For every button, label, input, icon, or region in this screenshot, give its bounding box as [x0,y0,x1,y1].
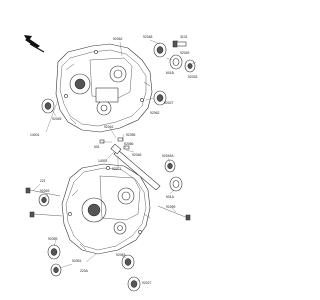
callout-label: 92049 [40,189,50,193]
callout-label: 92059 [48,237,58,241]
leader-lines [33,39,197,283]
callout-label: 92063 [116,253,126,257]
callout-label: 601A [166,195,175,199]
right-crankcase-half [55,43,153,133]
callout-label: 92046 [132,153,142,157]
callout-label: 92066 [124,142,134,146]
callout-label: 92049 [180,51,190,55]
bearing-601a [169,176,183,192]
callout-label: 92071 [112,167,122,171]
bearing-upper-right [153,42,167,58]
callout-label: 14001 [30,133,40,137]
callout-label: 92062 [150,111,160,115]
front-direction-arrow-icon [24,35,45,53]
callout-label: 220A [80,269,89,273]
left-crankcase-half [61,163,151,255]
bearing-92049-lower [38,193,50,207]
bearing-92027-upper [153,90,167,106]
callout-label: 221 [40,179,46,183]
crankcase-exploded-diagram: 92062 92048 3101 92049 601B 92033 92027 … [24,35,198,292]
callout-label: 92051 [72,259,82,263]
callout-label: 92045A [162,154,174,158]
bolt-92059-right [157,205,191,221]
shaft-assembly [110,143,161,191]
callout-label: 92055 [126,133,136,137]
callout-label: 14091 [98,159,108,163]
bolts-left-lower [25,187,63,218]
bearing-601b [169,54,183,70]
callout-label: 92027 [142,281,152,285]
callout-label: 92042 [104,125,114,129]
bolt-upper-right [172,40,187,48]
bearing-92045a [164,159,176,173]
callout-label: 92045 [52,117,62,121]
callout-label: 92059 [166,205,176,209]
callout-label: 92062 [113,37,123,41]
callout-label: 3101 [180,35,188,39]
callout-label: 92033 [188,75,198,79]
callout-labels: 92062 92048 3101 92049 601B 92033 92027 … [30,35,198,285]
callout-label: 601 [94,145,100,149]
oil-seal-92063-lower [121,254,135,270]
bearing-92045-left [41,98,55,114]
callout-label: 92048 [143,35,153,39]
dowel-pins [99,137,130,150]
callout-label: 92027 [164,101,174,105]
bearing-92027-lower [127,276,141,292]
oil-seal-92033 [184,59,196,73]
bearing-92051-lower [50,263,62,277]
oil-seal-92059-lower [47,244,61,260]
callout-label: 601B [166,71,175,75]
